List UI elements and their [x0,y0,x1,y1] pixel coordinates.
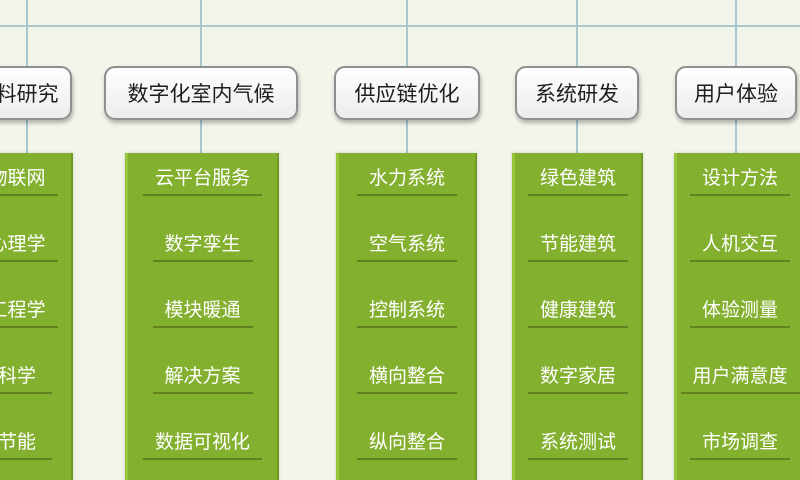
list-item: 控制系统 [339,291,475,325]
list-item: 节能建筑 [515,225,641,259]
item-label: 控制系统 [368,298,445,321]
item-label: 节能建筑 [539,232,616,255]
item-underline [143,194,262,196]
item-underline [528,260,628,262]
item-underline [528,458,628,460]
list-item: 市场调查 [677,423,800,457]
item-label: 模块暖通 [164,298,241,321]
item-label: 水力系统 [368,166,445,189]
item-underline [0,392,52,394]
category-box-2[interactable]: 供应链优化 [334,66,480,120]
category-label: 用户体验 [694,82,778,106]
item-underline [680,392,800,394]
item-underline [143,458,262,460]
item-underline [152,392,253,394]
item-label: 数字孪生 [164,232,241,255]
item-label: 设计方法 [701,166,778,189]
category-column-1: 云平台服务 数字孪生 模块暖通 解决方案 数据可视化 [125,153,279,480]
list-item: 节能 [0,423,71,457]
list-item: 科学 [0,357,71,391]
list-item: 设计方法 [677,159,800,193]
list-item: 数字家居 [515,357,641,391]
item-underline [690,326,790,328]
list-item: 空气系统 [339,225,475,259]
item-label: 数字家居 [539,364,616,387]
category-box-4[interactable]: 用户体验 [675,66,797,120]
item-label: 数据可视化 [154,430,250,453]
category-box-3[interactable]: 系统研发 [515,66,639,120]
item-label: 体验测量 [701,298,778,321]
item-label: 工程学 [0,298,46,321]
category-column-3: 绿色建筑 节能建筑 健康建筑 数字家居 系统测试 [512,153,643,480]
item-label: 科学 [0,364,36,387]
item-label: 纵向整合 [368,430,445,453]
category-label: 供应链优化 [354,82,460,106]
item-underline [357,260,457,262]
item-underline [152,260,253,262]
item-underline [357,326,457,328]
item-underline [0,458,52,460]
item-underline [0,260,58,262]
item-underline [152,326,253,328]
item-label: 节能 [0,430,36,453]
list-item: 解决方案 [128,357,277,391]
item-underline [528,326,628,328]
list-item: 健康建筑 [515,291,641,325]
list-item: 物联网 [0,159,71,193]
item-underline [0,194,58,196]
list-item: 数据可视化 [128,423,277,457]
item-underline [528,392,628,394]
item-underline [357,458,457,460]
item-label: 云平台服务 [154,166,250,189]
item-label: 心理学 [0,232,46,255]
item-label: 横向整合 [368,364,445,387]
list-item: 水力系统 [339,159,475,193]
item-label: 用户满意度 [692,364,788,387]
list-item: 云平台服务 [128,159,277,193]
category-column-2: 水力系统 空气系统 控制系统 横向整合 纵向整合 [336,153,477,480]
list-item: 心理学 [0,225,71,259]
category-label: 系统研发 [535,82,619,106]
item-underline [357,392,457,394]
item-label: 空气系统 [368,232,445,255]
item-underline [690,458,790,460]
category-box-1[interactable]: 数字化室内气候 [104,66,298,120]
item-label: 绿色建筑 [539,166,616,189]
category-column-0: 物联网 心理学 工程学 科学 节能 [0,153,73,480]
list-item: 体验测量 [677,291,800,325]
item-underline [690,260,790,262]
list-item: 模块暖通 [128,291,277,325]
category-box-0[interactable]: 料研究 [0,66,72,120]
list-item: 系统测试 [515,423,641,457]
item-label: 人机交互 [701,232,778,255]
list-item: 工程学 [0,291,71,325]
list-item: 横向整合 [339,357,475,391]
item-label: 解决方案 [164,364,241,387]
list-item: 绿色建筑 [515,159,641,193]
item-label: 市场调查 [701,430,778,453]
item-label: 物联网 [0,166,46,189]
list-item: 用户满意度 [677,357,800,391]
category-label: 料研究 [0,82,59,106]
list-item: 数字孪生 [128,225,277,259]
category-column-4: 设计方法 人机交互 体验测量 用户满意度 市场调查 [674,153,800,480]
list-item: 人机交互 [677,225,800,259]
item-underline [0,326,58,328]
item-underline [528,194,628,196]
category-label: 数字化室内气候 [127,82,275,106]
item-label: 健康建筑 [539,298,616,321]
item-label: 系统测试 [539,430,616,453]
list-item: 纵向整合 [339,423,475,457]
item-underline [357,194,457,196]
item-underline [690,194,790,196]
